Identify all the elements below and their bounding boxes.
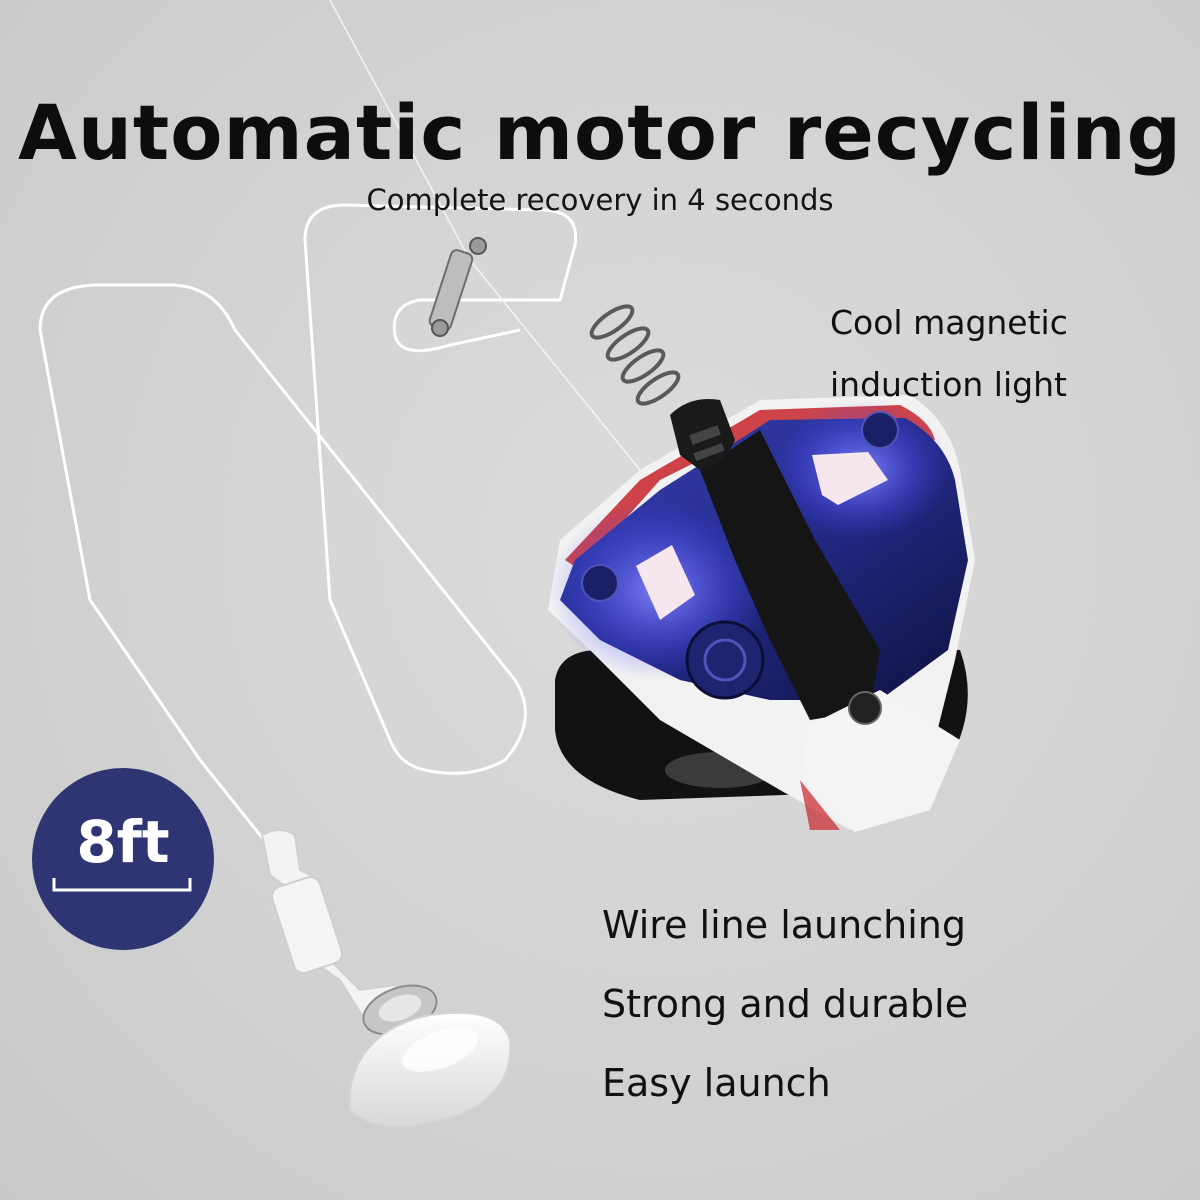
feature-list: Wire line launching Strong and durable E… bbox=[602, 900, 968, 1137]
measure-bracket-icon bbox=[52, 878, 192, 892]
spring-clip-icon bbox=[428, 237, 681, 406]
light-feature-line-2: induction light bbox=[830, 365, 1067, 404]
feature-item: Strong and durable bbox=[602, 982, 969, 1026]
light-feature-callout: Cool magnetic induction light bbox=[830, 292, 1068, 416]
length-badge: 8ft bbox=[32, 768, 214, 950]
subheadline: Complete recovery in 4 seconds bbox=[366, 183, 834, 217]
headline: Automatic motor recycling bbox=[18, 88, 1182, 177]
length-badge-label: 8ft bbox=[76, 808, 170, 876]
feature-item: Wire line launching bbox=[602, 903, 966, 947]
light-feature-line-1: Cool magnetic bbox=[830, 303, 1068, 342]
suction-cup-icon bbox=[260, 829, 512, 1128]
feature-item: Easy launch bbox=[602, 1061, 831, 1105]
spinning-top-toy-icon bbox=[548, 395, 975, 832]
